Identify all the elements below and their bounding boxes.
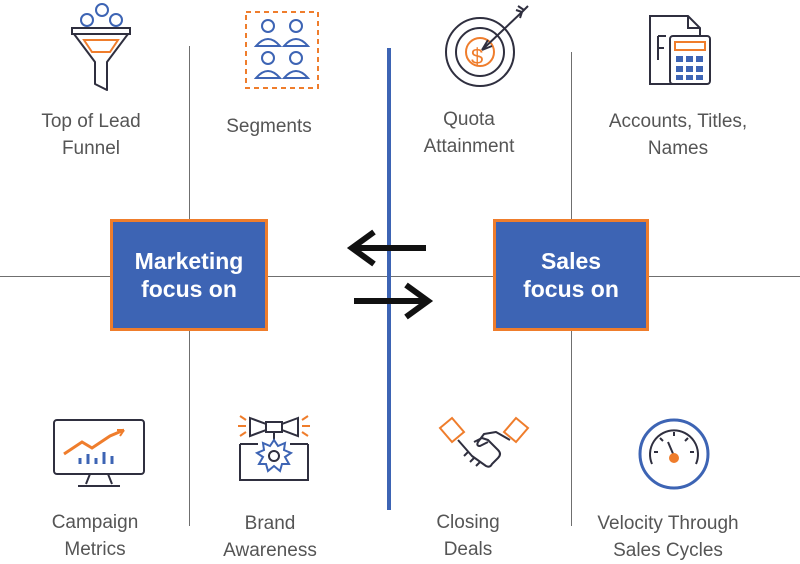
label-closing-deals: Closing Deals bbox=[436, 512, 500, 560]
label-brand-awareness: Brand Awareness bbox=[223, 513, 317, 561]
label-top-of-lead-funnel: Top of Lead Funnel bbox=[41, 111, 141, 159]
funnel-icon bbox=[66, 0, 136, 92]
center-divider bbox=[387, 48, 391, 510]
label-velocity-sales-cycles: Velocity Through Sales Cycles bbox=[597, 513, 739, 561]
sales-focus-box: Sales focus on bbox=[493, 219, 649, 331]
label-campaign-metrics: Campaign Metrics bbox=[51, 512, 139, 560]
sales-vertical-line-bottom bbox=[571, 330, 572, 526]
sales-focus-line1: Sales bbox=[540, 248, 602, 274]
marketing-vertical-line-bottom bbox=[189, 330, 190, 526]
sales-focus-line2: focus on bbox=[523, 276, 619, 302]
accounts-calculator-icon bbox=[648, 14, 712, 86]
horizontal-axis-line bbox=[0, 276, 800, 277]
svg-text:$: $ bbox=[471, 44, 483, 69]
label-accounts-titles-names: Accounts, Titles, Names bbox=[608, 111, 748, 159]
brand-awareness-icon bbox=[236, 410, 312, 488]
arrow-right-icon bbox=[352, 281, 436, 321]
campaign-metrics-icon bbox=[50, 418, 148, 490]
label-quota-attainment: Quota Attainment bbox=[423, 109, 515, 157]
segments-icon bbox=[244, 10, 320, 90]
speedometer-icon bbox=[636, 416, 712, 492]
marketing-focus-line1: Marketing bbox=[134, 248, 244, 274]
arrow-left-icon bbox=[344, 228, 428, 268]
marketing-vertical-line-top bbox=[189, 46, 190, 220]
sales-vertical-line-top bbox=[571, 52, 572, 220]
target-icon: $ bbox=[442, 4, 534, 96]
label-segments: Segments bbox=[226, 116, 312, 137]
handshake-icon bbox=[438, 416, 530, 478]
marketing-focus-box: Marketing focus on bbox=[110, 219, 268, 331]
marketing-focus-line2: focus on bbox=[141, 276, 237, 302]
